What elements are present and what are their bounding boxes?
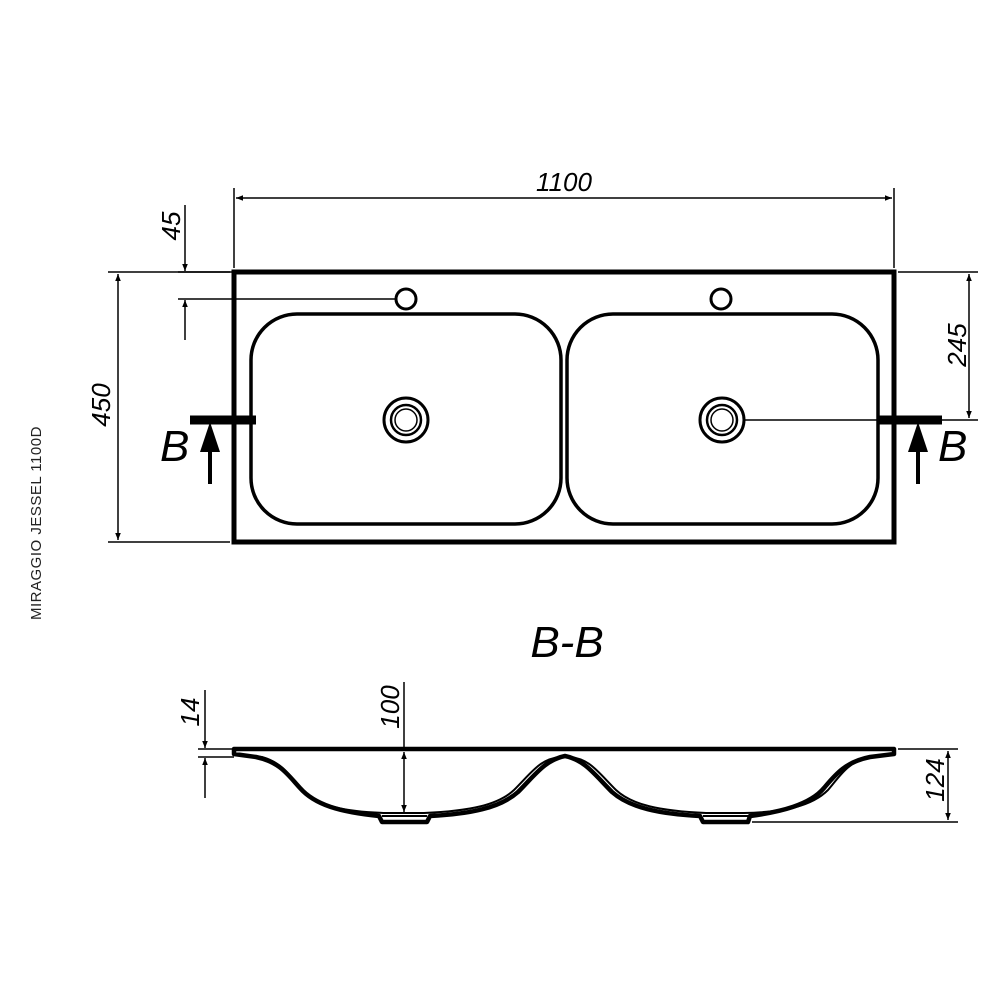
dimension-total-height: 124 [752,748,958,823]
right-faucet-hole [709,287,733,311]
countertop-outline [231,269,897,545]
dimension-drain-offset-label: 245 [942,323,972,368]
left-drain [382,396,430,444]
dimension-depth: 450 [86,271,230,543]
dimension-width-label: 1100 [536,167,592,197]
section-inner-profile [239,754,889,814]
section-outer-profile [231,746,897,825]
dimension-total-height-label: 124 [920,758,950,801]
section-cut-label-left: B [160,422,189,471]
right-basin [565,312,880,526]
dimension-faucet-offset-label: 45 [156,211,186,240]
left-basin [249,312,563,526]
right-drain [698,396,746,444]
model-label: MIRAGGIO JESSEL 1100D [28,426,45,620]
section-cut-marker-left: B [160,415,256,484]
section-title: B-B [530,618,603,667]
dimension-bowl-depth: 100 [375,682,407,812]
dimension-faucet-offset: 45 [156,205,396,340]
section-cut-label-right: B [938,422,967,471]
section-cut-marker-right: B [878,415,967,484]
section-view: 14 100 124 [175,682,958,825]
dimension-width: 1100 [233,167,895,268]
dimension-rim-thickness-label: 14 [175,698,205,727]
left-faucet-hole [394,287,418,311]
dimension-rim-thickness: 14 [175,690,234,798]
dimension-drain-offset: 245 [744,271,978,421]
plan-view: 1100 450 45 245 B [86,167,978,545]
dimension-bowl-depth-label: 100 [375,685,405,729]
dimension-depth-label: 450 [86,383,116,427]
